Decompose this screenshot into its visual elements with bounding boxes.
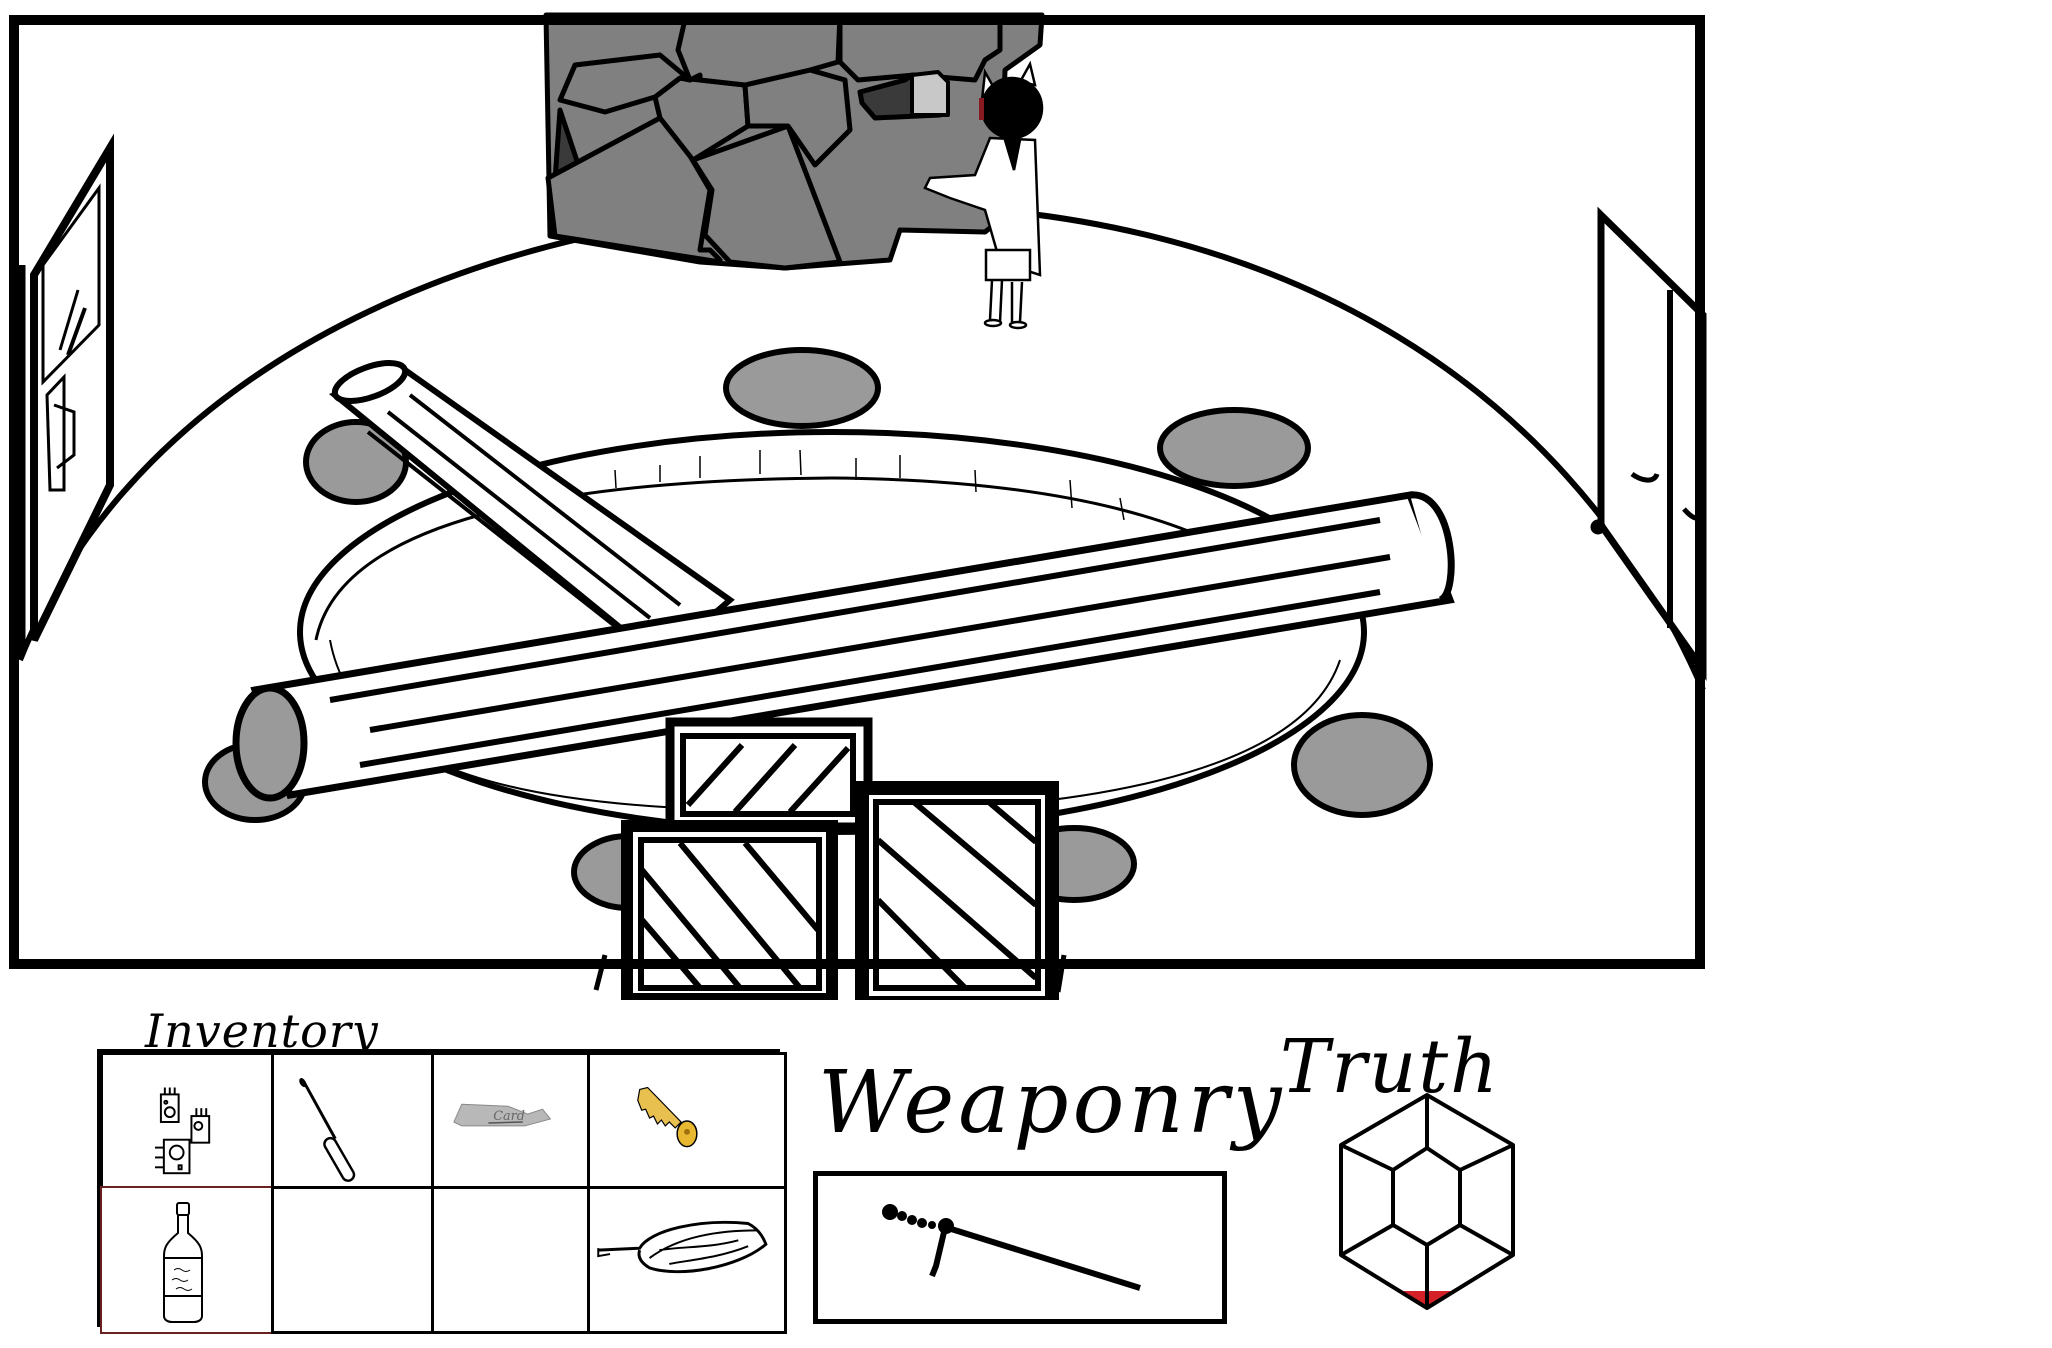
circuit-modules-icon xyxy=(154,1087,211,1175)
pit-ticks xyxy=(614,449,1125,521)
key-icon xyxy=(637,1086,698,1148)
inventory-slot-7[interactable] xyxy=(431,1186,591,1334)
inventory-slot-4[interactable] xyxy=(587,1052,787,1190)
inventory-slot-3[interactable]: Card xyxy=(431,1052,591,1190)
girl-character[interactable] xyxy=(923,60,1044,330)
inventory-title: Inventory xyxy=(145,1004,379,1058)
bottle-icon xyxy=(163,1202,203,1323)
weaponry-slot[interactable] xyxy=(813,1171,1227,1324)
stone-seat xyxy=(1157,407,1311,489)
inventory-slot-5[interactable] xyxy=(100,1186,275,1334)
inventory-slot-6[interactable] xyxy=(271,1186,435,1334)
stone-seat xyxy=(723,347,881,429)
card-icon: Card xyxy=(453,1103,552,1127)
crate-small[interactable] xyxy=(665,717,873,832)
rock-pile[interactable] xyxy=(543,12,1045,271)
game-viewport-frame xyxy=(9,15,1705,969)
truth-title: Truth xyxy=(1280,1024,1500,1110)
inventory-slot-8[interactable] xyxy=(587,1186,787,1334)
card-text: Card xyxy=(493,1109,525,1124)
inventory-slot-2[interactable] xyxy=(271,1052,435,1190)
left-door[interactable] xyxy=(18,133,114,655)
fallen-log-horizontal[interactable] xyxy=(232,491,1455,802)
cane-sword-icon xyxy=(882,1204,1141,1291)
weaponry-title: Weaponry xyxy=(818,1053,1286,1153)
game-scene[interactable] xyxy=(0,0,2052,1000)
crate-left[interactable] xyxy=(621,820,838,1000)
inventory-grid: Card xyxy=(97,1049,787,1334)
right-door[interactable] xyxy=(1590,206,1707,682)
screwdriver-icon xyxy=(299,1078,356,1182)
inventory-slot-1[interactable] xyxy=(100,1052,275,1190)
truth-gem-icon xyxy=(1339,1093,1515,1310)
leaf-icon xyxy=(597,1220,768,1274)
fallen-log-diagonal[interactable] xyxy=(328,355,735,664)
stone-seat xyxy=(1291,712,1433,818)
